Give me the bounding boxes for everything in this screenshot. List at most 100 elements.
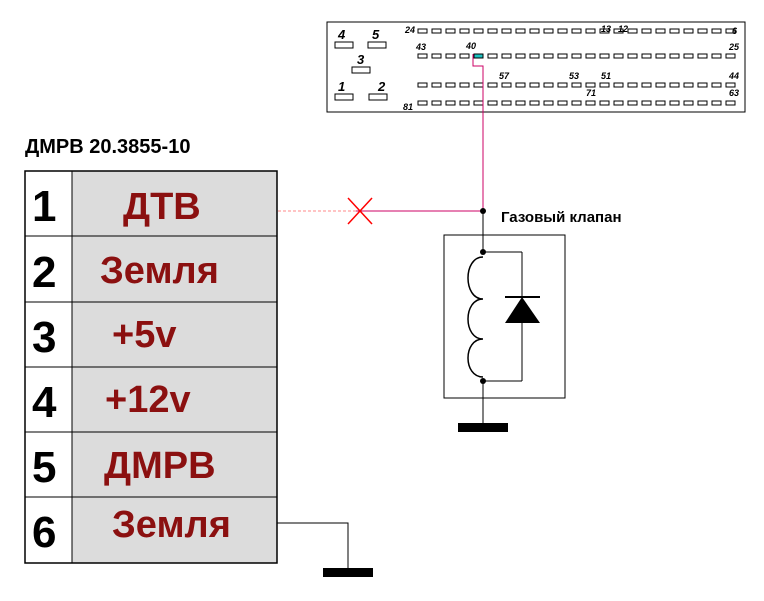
ecu-pin bbox=[641, 53, 652, 59]
ecu-pin-number: 25 bbox=[728, 42, 740, 52]
ecu-pin bbox=[711, 53, 722, 59]
ecu-pin bbox=[501, 82, 512, 88]
pin-number: 5 bbox=[32, 443, 56, 492]
pin-label: +12v bbox=[105, 379, 191, 421]
ecu-pin-highlighted bbox=[473, 53, 484, 59]
ecu-pin bbox=[515, 100, 526, 106]
diode-icon bbox=[505, 296, 540, 323]
pin-label: ДМРВ bbox=[104, 445, 216, 487]
ecu-big-pin-label: 4 bbox=[337, 27, 346, 42]
ecu-big-pin bbox=[334, 93, 354, 101]
ecu-pin-number: 12 bbox=[618, 24, 628, 34]
ecu-big-pin-label: 5 bbox=[372, 27, 380, 42]
pin-number: 1 bbox=[32, 182, 56, 231]
ecu-pin bbox=[627, 100, 638, 106]
ecu-pin bbox=[711, 100, 722, 106]
ecu-pin bbox=[417, 82, 428, 88]
ecu-pin bbox=[697, 82, 708, 88]
ecu-pin bbox=[557, 100, 568, 106]
ecu-pin-rows bbox=[417, 28, 736, 106]
pin-label: Земля bbox=[100, 250, 219, 292]
ecu-pin bbox=[459, 28, 470, 34]
pin-number: 3 bbox=[32, 313, 56, 362]
ecu-pin bbox=[529, 100, 540, 106]
ecu-pin bbox=[725, 28, 736, 34]
ecu-pin bbox=[445, 82, 456, 88]
ecu-pin bbox=[417, 100, 428, 106]
ecu-pin-number: 63 bbox=[729, 88, 739, 98]
ecu-pin-number: 71 bbox=[586, 88, 596, 98]
ecu-pin bbox=[613, 82, 624, 88]
ecu-pin bbox=[641, 82, 652, 88]
ecu-pin bbox=[627, 82, 638, 88]
ecu-connector: 4 5 3 1 2 24 13 12 6 43 40 25 57 53 51 4… bbox=[326, 21, 746, 113]
ecu-pin bbox=[529, 82, 540, 88]
ecu-pin bbox=[557, 82, 568, 88]
ecu-pin bbox=[473, 100, 484, 106]
pin-label: Земля bbox=[112, 504, 231, 546]
ecu-pin bbox=[585, 82, 596, 88]
ecu-pin bbox=[445, 53, 456, 59]
pin-label: ДТВ bbox=[123, 186, 201, 228]
ecu-pin bbox=[515, 28, 526, 34]
ecu-pin bbox=[487, 82, 498, 88]
ecu-pin bbox=[599, 82, 610, 88]
ecu-pin bbox=[613, 28, 624, 34]
ecu-pin bbox=[459, 100, 470, 106]
ecu-pin bbox=[431, 53, 442, 59]
ecu-pin-number: 13 bbox=[601, 24, 611, 34]
ecu-pin-number: 51 bbox=[601, 71, 611, 81]
sensor-title: ДМРВ 20.3855-10 bbox=[25, 136, 190, 158]
ecu-pin-number: 81 bbox=[403, 102, 413, 112]
ecu-big-pin bbox=[367, 41, 387, 49]
ecu-pin bbox=[585, 53, 596, 59]
ecu-pin bbox=[571, 100, 582, 106]
ecu-pin bbox=[515, 53, 526, 59]
ecu-pin bbox=[417, 53, 428, 59]
ecu-pin bbox=[543, 28, 554, 34]
cut-mark-icon bbox=[347, 197, 373, 225]
ecu-pin bbox=[585, 28, 596, 34]
ecu-big-pin-label: 1 bbox=[338, 79, 345, 94]
ecu-pin bbox=[585, 100, 596, 106]
ecu-pin bbox=[543, 100, 554, 106]
ecu-pin bbox=[613, 53, 624, 59]
ecu-pin bbox=[669, 82, 680, 88]
ecu-pin bbox=[669, 100, 680, 106]
valve-box bbox=[443, 234, 566, 399]
ecu-pin bbox=[557, 28, 568, 34]
ecu-pin-number: 6 bbox=[732, 26, 738, 36]
ground-icon bbox=[323, 568, 373, 577]
ecu-pin bbox=[655, 53, 666, 59]
ecu-pin bbox=[725, 82, 736, 88]
ecu-pin bbox=[431, 100, 442, 106]
ecu-pin bbox=[459, 53, 470, 59]
ecu-pin bbox=[515, 82, 526, 88]
ecu-pin-number: 53 bbox=[569, 71, 579, 81]
ecu-connector-body bbox=[326, 21, 746, 113]
ecu-pin bbox=[487, 53, 498, 59]
ecu-pin bbox=[627, 28, 638, 34]
pin-number: 2 bbox=[32, 248, 56, 297]
ecu-pin-number: 24 bbox=[404, 25, 415, 35]
ecu-pin bbox=[501, 100, 512, 106]
ecu-pin bbox=[599, 53, 610, 59]
ecu-pin bbox=[669, 28, 680, 34]
ecu-pin bbox=[571, 28, 582, 34]
ecu-big-pin-label: 3 bbox=[357, 52, 365, 67]
ecu-pin-number: 40 bbox=[465, 41, 476, 51]
pin-number: 4 bbox=[32, 378, 57, 427]
ecu-pin bbox=[571, 82, 582, 88]
ecu-pin bbox=[683, 53, 694, 59]
ecu-pin bbox=[655, 28, 666, 34]
ecu-pin bbox=[683, 100, 694, 106]
ecu-pin bbox=[501, 28, 512, 34]
ecu-pin-number: 44 bbox=[728, 71, 739, 81]
ecu-pin bbox=[711, 82, 722, 88]
ecu-pin bbox=[697, 53, 708, 59]
ecu-pin bbox=[627, 53, 638, 59]
gas-valve bbox=[443, 211, 566, 432]
ecu-pin bbox=[711, 28, 722, 34]
ecu-pin bbox=[459, 82, 470, 88]
ecu-pin bbox=[599, 28, 610, 34]
